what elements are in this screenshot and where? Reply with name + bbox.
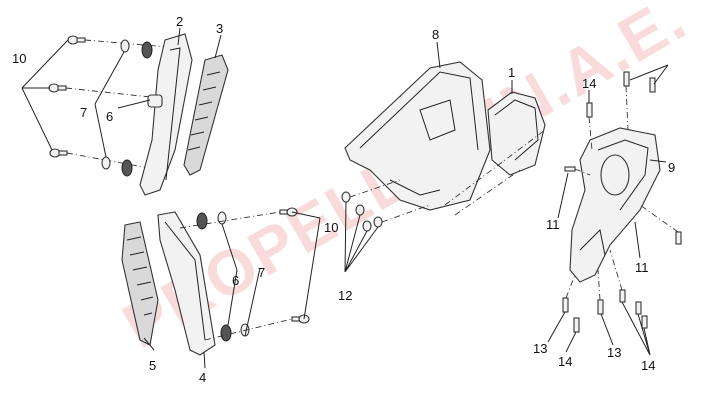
grommet-6-top	[141, 41, 153, 59]
callout-9: 9	[668, 160, 675, 175]
frame-4	[157, 211, 216, 356]
bolt-14-top-c	[649, 77, 656, 93]
bolt-11-left	[564, 166, 576, 172]
grommet-6-lower	[220, 324, 232, 342]
washer-7-upper	[217, 211, 227, 225]
washer-7-top	[120, 39, 130, 53]
center-cover-assembly	[341, 41, 546, 273]
callout-14: 14	[558, 354, 572, 369]
callout-8: 8	[432, 27, 439, 42]
callout-4: 4	[199, 370, 206, 385]
fastener-12-a	[341, 191, 351, 203]
bolt-14-bottom-a	[573, 317, 580, 333]
callout-10: 10	[324, 220, 338, 235]
callout-14: 14	[641, 358, 655, 373]
callout-13: 13	[533, 341, 547, 356]
callout-3: 3	[216, 21, 223, 36]
callout-10: 10	[12, 51, 26, 66]
bolt-10-bottom	[49, 148, 68, 158]
callout-6: 6	[106, 109, 113, 124]
callout-12: 12	[338, 288, 352, 303]
grommet-6-upper	[196, 212, 208, 230]
bolt-14-bottom-b	[619, 289, 626, 303]
bolt-11-right	[675, 231, 682, 245]
callout-6: 6	[232, 273, 239, 288]
bolt-14-top-a	[586, 102, 593, 118]
callout-7: 7	[80, 105, 87, 120]
bolt-14-bottom-d	[641, 315, 648, 329]
callout-11: 11	[546, 217, 560, 232]
grommet-6-bottom	[121, 159, 133, 177]
grille-3	[183, 54, 229, 176]
fastener-12-b	[355, 204, 365, 216]
callout-1: 1	[508, 65, 515, 80]
right-bracket-assembly	[547, 64, 682, 356]
bolt-14-top-b	[623, 71, 630, 87]
callout-5: 5	[149, 358, 156, 373]
washer-7-bottom	[101, 156, 111, 170]
cover-8	[344, 61, 491, 211]
bracket-9	[569, 127, 661, 283]
bolt-14-bottom-c	[635, 301, 642, 315]
callout-7: 7	[258, 265, 265, 280]
callout-11: 11	[635, 260, 649, 275]
fastener-12-c	[362, 220, 372, 232]
callout-13: 13	[607, 345, 621, 360]
bolt-10-top	[67, 35, 86, 45]
callout-14: 14	[582, 76, 596, 91]
fastener-12-d	[373, 216, 383, 228]
lower-left-grille-assembly	[121, 207, 321, 369]
bolt-13-left	[562, 297, 569, 313]
bolt-10-lower	[291, 314, 310, 324]
cover-1	[487, 91, 546, 176]
upper-left-grille-assembly	[21, 27, 229, 196]
bolt-13-right	[597, 299, 604, 315]
callout-2: 2	[176, 14, 183, 29]
bolt-10-mid	[48, 83, 67, 93]
